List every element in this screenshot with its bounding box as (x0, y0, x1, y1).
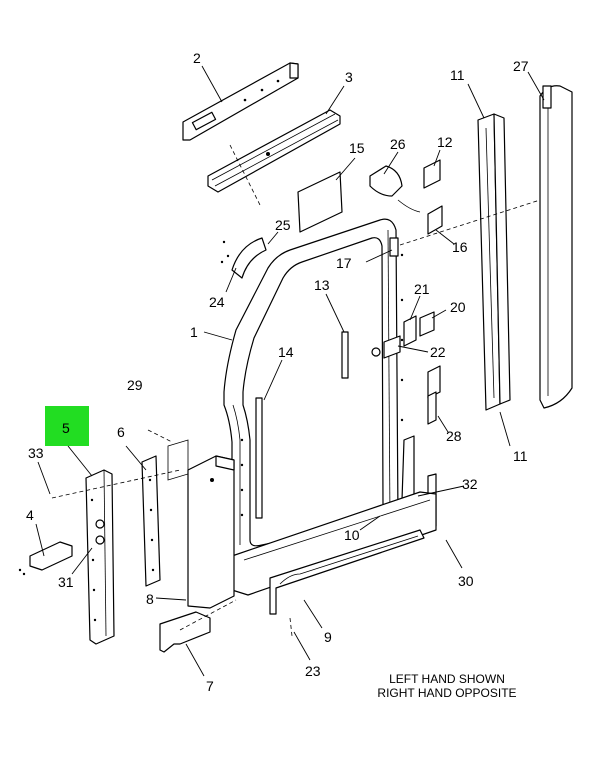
callout-26[interactable]: 26 (390, 136, 406, 152)
part-17-block (389, 237, 399, 257)
callout-14[interactable]: 14 (278, 344, 294, 360)
part-16-clip (427, 205, 443, 235)
callout-33[interactable]: 33 (28, 445, 44, 461)
part-6-bracket (141, 455, 161, 587)
part-11-long-channel (477, 113, 511, 411)
callout-10[interactable]: 10 (344, 527, 360, 543)
part-14-strip (255, 397, 263, 519)
callout-25[interactable]: 25 (275, 217, 291, 233)
callout-3[interactable]: 3 (345, 69, 353, 85)
part-5-pillar (85, 469, 115, 645)
part-1-door-frame (223, 218, 404, 566)
callout-4[interactable]: 4 (26, 507, 34, 523)
part-28-bracket (427, 365, 441, 425)
callout-5[interactable]: 5 (62, 420, 70, 436)
part-27-outer-panel (539, 85, 573, 409)
callout-22[interactable]: 22 (430, 344, 446, 360)
leader-lines (35, 65, 545, 677)
part-7-bracket (159, 611, 211, 653)
highlight-box[interactable] (45, 406, 89, 446)
callout-6[interactable]: 6 (117, 424, 125, 440)
part-13-glass-strip (341, 331, 349, 379)
callout-13[interactable]: 13 (314, 277, 330, 293)
part-3-channel (207, 109, 341, 193)
callout-27[interactable]: 27 (513, 58, 529, 74)
callout-28[interactable]: 28 (446, 428, 462, 444)
part-2-header-plate (182, 62, 299, 141)
callout-29[interactable]: 29 (127, 377, 143, 393)
callout-32[interactable]: 32 (462, 476, 478, 492)
part-12-clip (423, 159, 441, 189)
part-4-bracket (18, 541, 73, 576)
callout-12[interactable]: 12 (437, 134, 453, 150)
callout-24[interactable]: 24 (209, 294, 225, 310)
callout-15[interactable]: 15 (349, 140, 365, 156)
callout-2[interactable]: 2 (193, 50, 201, 66)
part-20-21-22-brackets (371, 311, 435, 359)
callout-11-bottom[interactable]: 11 (513, 448, 528, 464)
part-9-sill-trim (269, 529, 425, 615)
callout-17[interactable]: 17 (336, 255, 352, 271)
callout-1[interactable]: 1 (190, 324, 198, 340)
callout-7[interactable]: 7 (206, 678, 214, 694)
callout-11-top[interactable]: 11 (450, 67, 465, 83)
callout-16[interactable]: 16 (452, 239, 468, 255)
callout-21[interactable]: 21 (414, 281, 430, 297)
callout-8[interactable]: 8 (146, 591, 154, 607)
part-26-bracket (369, 165, 421, 213)
callout-20[interactable]: 20 (450, 299, 466, 315)
callout-23[interactable]: 23 (305, 663, 321, 679)
part-24-corner-bracket (220, 237, 267, 279)
frame-fastener-dots (240, 253, 404, 517)
part-15-bracket (297, 171, 343, 233)
callout-31[interactable]: 31 (58, 574, 74, 590)
part-8-pillar (167, 439, 235, 609)
note-line-2: RIGHT HAND OPPOSITE (377, 686, 516, 700)
diagram-note: LEFT HAND SHOWN RIGHT HAND OPPOSITE (377, 672, 516, 700)
callout-30[interactable]: 30 (458, 573, 474, 589)
callout-labels: 1 2 3 4 5 6 7 8 9 10 11 11 12 13 14 15 1… (26, 50, 529, 694)
note-line-1: LEFT HAND SHOWN (389, 672, 505, 686)
callout-9[interactable]: 9 (324, 629, 332, 645)
